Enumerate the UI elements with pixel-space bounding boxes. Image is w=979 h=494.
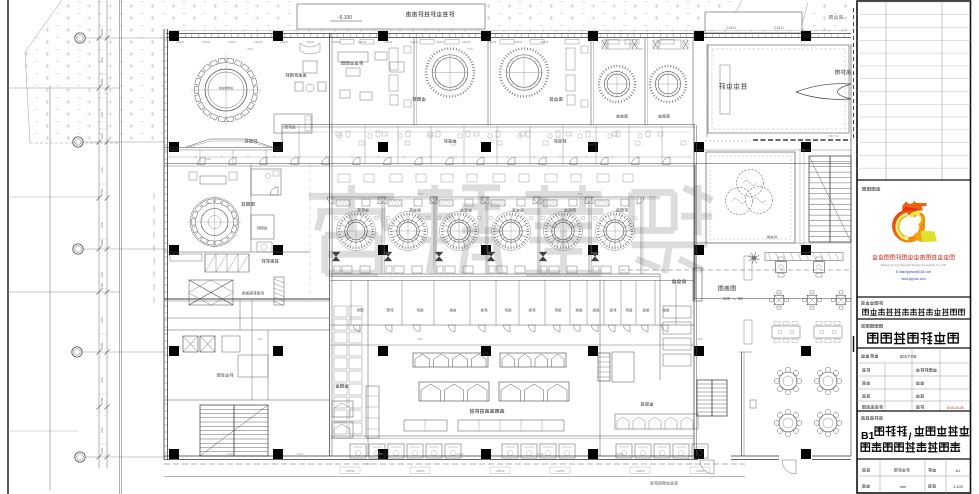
svg-text:900: 900 (366, 463, 371, 466)
svg-text:C1841: C1841 (153, 231, 156, 239)
svg-text:C1833: C1833 (536, 453, 544, 456)
svg-text:C1841: C1841 (254, 40, 263, 44)
svg-text:C1833: C1833 (416, 469, 425, 473)
svg-text:3300: 3300 (100, 376, 104, 383)
svg-text:C1841: C1841 (774, 26, 785, 30)
svg-text:2017-06: 2017-06 (900, 354, 917, 359)
svg-text:C1841: C1841 (153, 205, 156, 213)
svg-text:C1841: C1841 (176, 40, 185, 44)
svg-text:3300: 3300 (100, 221, 104, 228)
svg-text:3300: 3300 (100, 426, 104, 433)
svg-text:3300: 3300 (247, 48, 253, 51)
svg-text:1150: 1150 (257, 338, 263, 341)
svg-text:C1841: C1841 (306, 40, 315, 44)
svg-text:/: / (909, 431, 912, 443)
svg-text:C1833: C1833 (456, 453, 464, 456)
svg-text:E-mail:bjqmsc@163.com: E-mail:bjqmsc@163.com (896, 270, 932, 274)
svg-text:C1833: C1833 (346, 469, 355, 473)
svg-text:3300: 3300 (100, 271, 104, 278)
svg-text:C1833: C1833 (376, 453, 384, 456)
svg-text:1:100: 1:100 (953, 484, 964, 489)
svg-text:5700: 5700 (100, 188, 104, 195)
svg-text:2400: 2400 (697, 338, 703, 341)
svg-text:7.38 7.52: 7.38 7.52 (828, 134, 839, 138)
svg-text:C1841: C1841 (202, 40, 211, 44)
svg-text:1980: 1980 (100, 239, 104, 246)
svg-text:900: 900 (100, 133, 104, 138)
svg-text:4500: 4500 (247, 293, 253, 296)
svg-text:C1841: C1841 (488, 40, 497, 44)
svg-text:C1841: C1841 (280, 40, 289, 44)
svg-text:C1841: C1841 (153, 218, 156, 226)
svg-text:C1841: C1841 (153, 244, 156, 252)
svg-text:6400: 6400 (417, 338, 423, 341)
svg-text:C1841: C1841 (726, 26, 737, 30)
svg-text:C1841: C1841 (153, 270, 156, 278)
svg-text:C1841: C1841 (228, 40, 237, 44)
svg-text:1500: 1500 (417, 193, 423, 196)
svg-text:C1841: C1841 (436, 40, 445, 44)
svg-text:C1841: C1841 (153, 257, 156, 265)
svg-text:C1833: C1833 (496, 469, 505, 473)
svg-text:3300: 3300 (100, 447, 104, 454)
svg-text:1500: 1500 (577, 193, 583, 196)
svg-text:C1841: C1841 (358, 40, 367, 44)
svg-text:2700: 2700 (467, 48, 473, 51)
svg-text:-6.100: -6.100 (338, 15, 352, 21)
svg-text:3300: 3300 (100, 166, 104, 173)
svg-text:1980: 1980 (205, 158, 211, 161)
svg-text:3300: 3300 (100, 111, 104, 118)
svg-text:C1841: C1841 (514, 40, 523, 44)
svg-text:A1: A1 (956, 468, 962, 473)
svg-text:5700: 5700 (100, 397, 104, 404)
svg-text:m: m (733, 297, 736, 301)
svg-text:1980: 1980 (100, 282, 104, 289)
svg-text:200: 200 (723, 296, 731, 301)
svg-text:3300: 3300 (100, 56, 104, 63)
svg-text:C1841: C1841 (153, 296, 156, 304)
svg-text:B1: B1 (861, 430, 875, 442)
svg-text:C1833: C1833 (636, 469, 645, 473)
svg-text:3300: 3300 (100, 316, 104, 323)
svg-text:C1841: C1841 (332, 40, 341, 44)
svg-text:mm: mm (900, 484, 907, 489)
svg-text:3000: 3000 (100, 28, 104, 35)
svg-text:C1841: C1841 (462, 40, 471, 44)
svg-text:www.bjqmsc.com: www.bjqmsc.com (901, 277, 926, 281)
svg-text:C1833: C1833 (556, 469, 565, 473)
svg-text:C1833: C1833 (226, 453, 234, 456)
svg-text:C1833: C1833 (696, 469, 705, 473)
svg-text:88: 88 (738, 296, 743, 301)
svg-text:C1833: C1833 (296, 453, 304, 456)
svg-text:3000: 3000 (100, 342, 104, 349)
svg-text:1800: 1800 (637, 48, 643, 51)
svg-text:C1833: C1833 (616, 453, 624, 456)
svg-text:C1841: C1841 (384, 40, 393, 44)
svg-text:8400: 8400 (100, 78, 104, 85)
svg-text:C1841: C1841 (153, 283, 156, 291)
svg-text:C1841: C1841 (153, 192, 156, 200)
svg-text:Beijing Qimeng Shengshi Design: Beijing Qimeng Shengshi Design Consultan… (881, 263, 946, 267)
svg-text:2018-03-05: 2018-03-05 (947, 406, 964, 410)
